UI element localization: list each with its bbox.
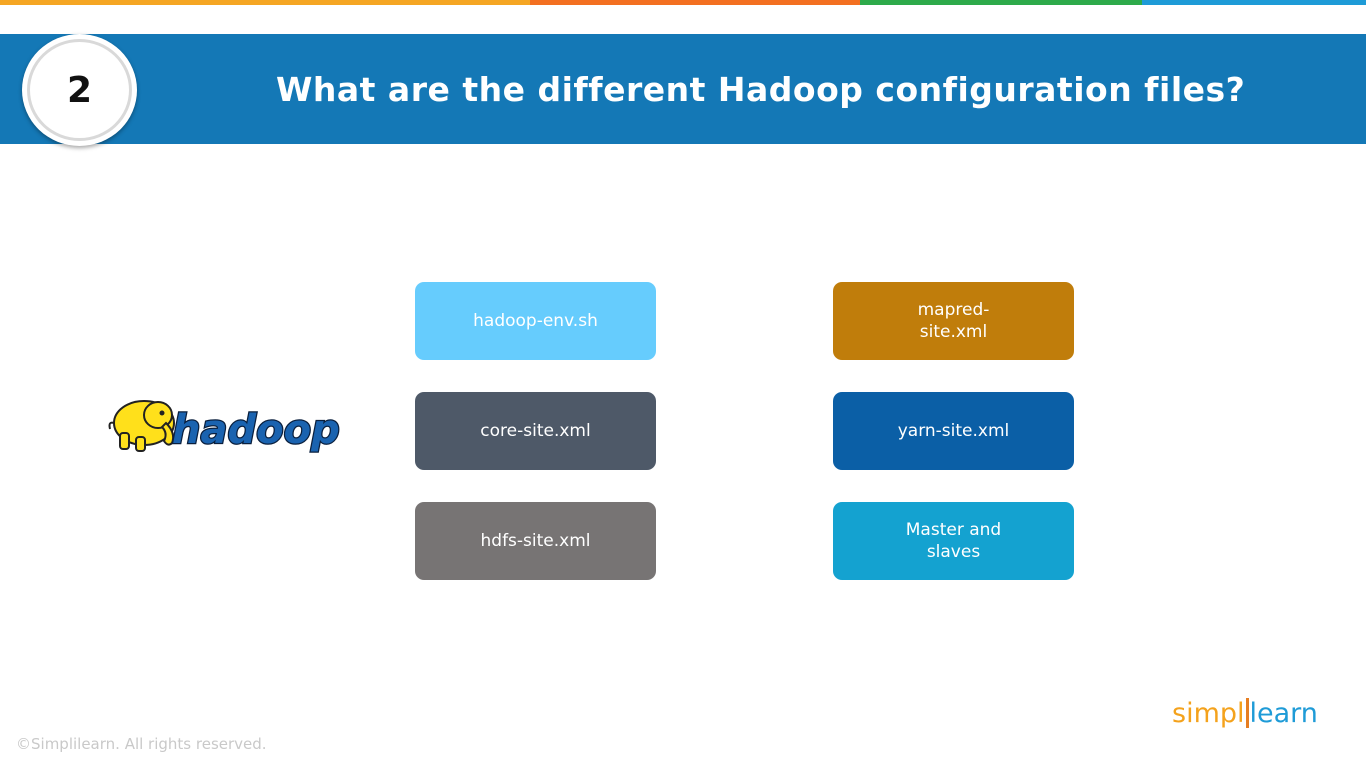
slide-title: What are the different Hadoop configurat…	[276, 69, 1246, 109]
top-color-strip	[0, 0, 1366, 5]
hadoop-wordmark: hadoop	[172, 407, 340, 453]
config-label: hadoop-env.sh	[473, 311, 598, 331]
number-badge: 2	[22, 34, 137, 146]
hadoop-logo: hadoop	[108, 400, 341, 454]
copyright-text: ©Simplilearn. All rights reserved.	[16, 735, 267, 753]
config-core-site: core-site.xml	[415, 392, 656, 470]
config-hadoop-env: hadoop-env.sh	[415, 282, 656, 360]
config-hdfs-site: hdfs-site.xml	[415, 502, 656, 580]
question-number: 2	[66, 69, 93, 111]
config-label: Master and slaves	[905, 520, 1002, 562]
config-yarn-site: yarn-site.xml	[833, 392, 1074, 470]
header-band	[0, 34, 1366, 144]
config-label: yarn-site.xml	[897, 421, 1010, 441]
brand-part-1: simpl	[1172, 698, 1245, 729]
brand-part-2: learn	[1249, 698, 1318, 729]
config-mapred-site: mapred-site.xml	[833, 282, 1074, 360]
brand-divider	[1245, 698, 1249, 728]
config-label: hdfs-site.xml	[480, 531, 591, 551]
config-label: mapred-site.xml	[917, 300, 990, 342]
config-master-slaves: Master and slaves	[833, 502, 1074, 580]
config-label: core-site.xml	[480, 421, 591, 441]
hadoop-elephant-icon	[108, 400, 175, 452]
